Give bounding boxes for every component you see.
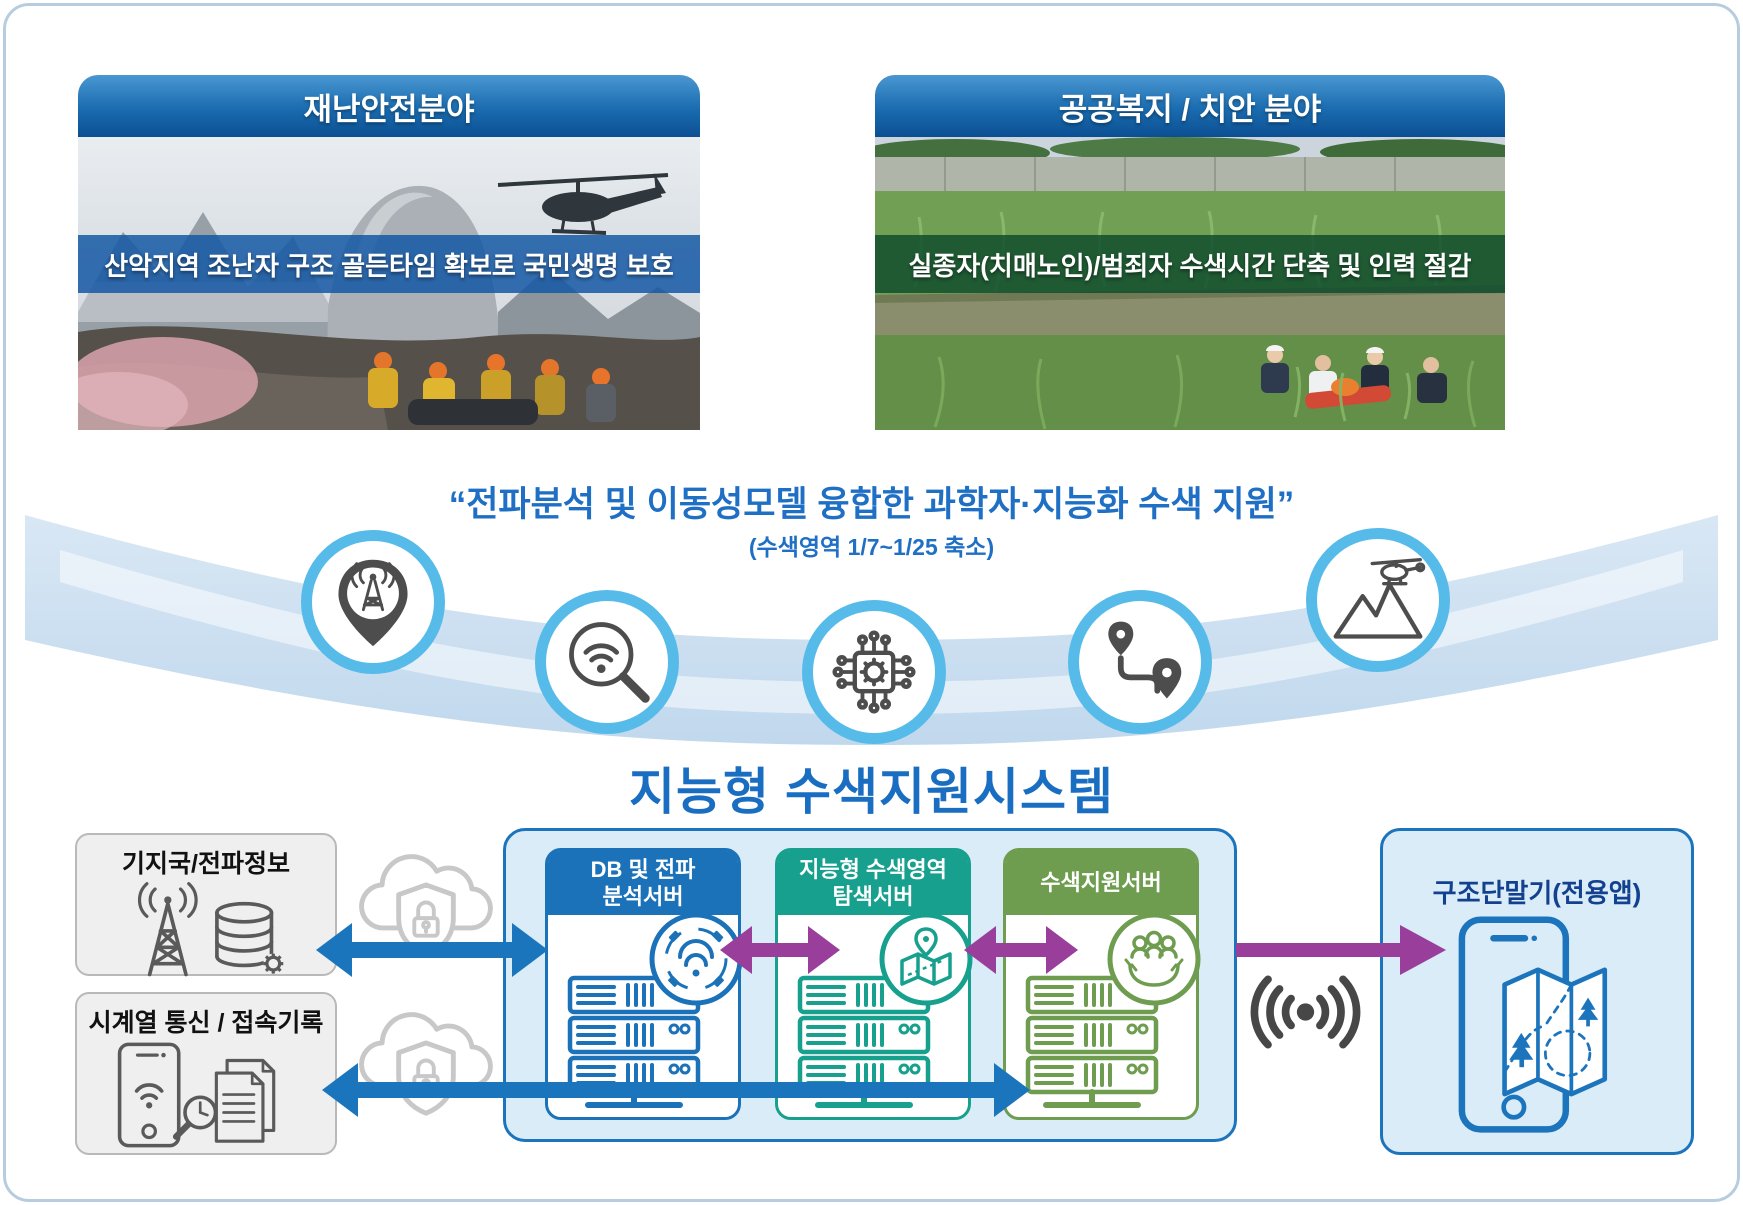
server-card-search-support-header: 수색지원서버 [1006, 851, 1196, 915]
phone-map-icon [1458, 916, 1607, 1133]
feature-circle-ai-analysis [802, 600, 946, 744]
source-box-base-station: 기지국/전파정보 [75, 833, 337, 977]
panel-welfare-header: 공공복지 / 치안 분야 [875, 75, 1505, 137]
server-card-search-area-header: 지능형 수색영역 탐색서버 [778, 851, 968, 915]
ai-chip-icon [832, 630, 916, 714]
cell-tower-pin-icon [338, 559, 408, 647]
feature-circle-mountain-rescue [1306, 528, 1450, 672]
panel-disaster-caption: 산악지역 조난자 구조 골든타임 확보로 국민생명 보호 [78, 235, 700, 293]
server-card-db-radio-analysis: DB 및 전파 분석서버 [545, 848, 743, 1120]
panel-welfare: 공공복지 / 치안 분야 [875, 75, 1505, 430]
phone-records-search-icon [117, 1042, 275, 1148]
server-card-search-area-explore: 지능형 수색영역 탐색서버 [775, 848, 973, 1120]
source-box-time-series-label: 시계열 통신 / 접속기록 [88, 1009, 324, 1037]
server-card-search-support: 수색지원서버 [1003, 848, 1201, 1120]
server-stack-green [1025, 912, 1201, 1108]
rescuers [368, 352, 616, 425]
feature-circle-signal-search [535, 590, 679, 734]
panel-disaster-header: 재난안전분야 [78, 75, 700, 137]
swoosh-ribbon [25, 515, 1718, 745]
radio-signal-icon [1250, 975, 1361, 1049]
mountain-rescue-photo: 산악지역 조난자 구조 골든타임 확보로 국민생명 보호 [78, 137, 700, 430]
server-card-db-radio-analysis-header: DB 및 전파 분석서버 [548, 851, 738, 915]
field-search-photo: 실종자(치매노인)/범죄자 수색시간 단축 및 인력 절감 [875, 137, 1505, 430]
rescue-support-badge-icon [1107, 912, 1201, 1006]
server-stack-blue [567, 912, 743, 1108]
mountain-helicopter-icon [1333, 558, 1426, 639]
tagline-quote: “전파분석 및 이동성모델 융합한 과학자·지능화 수색 지원” [448, 485, 1295, 524]
panel-disaster: 재난안전분야 [78, 75, 700, 430]
system-title: 지능형 수색지원시스템 [629, 764, 1114, 820]
tagline-note: (수색영역 1/7~1/25 축소) [748, 534, 995, 560]
secure-cloud-lock-icon [359, 854, 493, 958]
route-pins-icon [1108, 621, 1182, 699]
source-box-time-series-records: 시계열 통신 / 접속기록 [75, 992, 337, 1155]
panel-welfare-caption: 실종자(치매노인)/범죄자 수색시간 단축 및 인력 절감 [875, 235, 1505, 293]
cell-tower-database-icon [137, 882, 284, 977]
server-stack-teal [797, 912, 973, 1108]
wifi-search-icon [569, 622, 650, 703]
helicopter-silhouette [497, 173, 669, 235]
feature-circle-radio-location [301, 530, 445, 674]
search-team [1261, 345, 1447, 422]
secure-cloud-lock-icon [359, 1012, 493, 1116]
rescue-terminal-box: 구조단말기(전용앱) [1380, 828, 1694, 1155]
source-box-base-station-label: 기지국/전파정보 [122, 850, 290, 878]
feature-circle-route [1068, 590, 1212, 734]
rescue-terminal-label: 구조단말기(전용앱) [1432, 878, 1642, 908]
